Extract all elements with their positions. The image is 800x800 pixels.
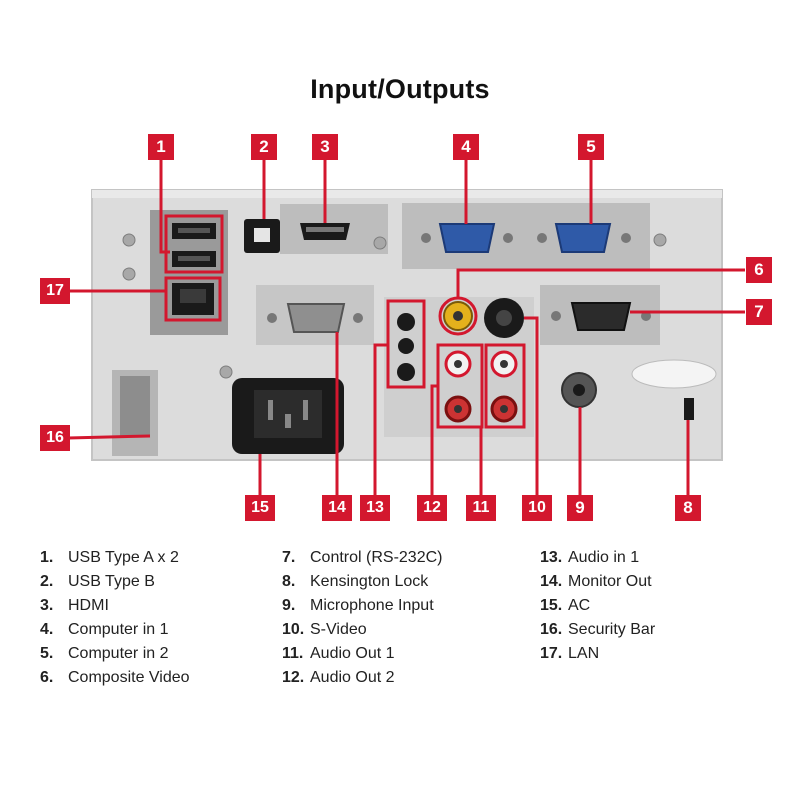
- legend-column-1: 1. USB Type A x 2 2. USB Type B 3. HDMI 4. C…: [40, 546, 190, 690]
- callout-1: 1: [148, 134, 174, 160]
- legend-item: 17. LAN: [540, 642, 655, 666]
- security-bar: [120, 376, 150, 436]
- legend-number: 5.: [40, 645, 54, 662]
- callout-12: 12: [417, 495, 447, 521]
- audio-in-jack: [397, 313, 415, 331]
- callout-17: 17: [40, 278, 70, 304]
- legend-item: 15. AC: [540, 594, 655, 618]
- legend-label: S-Video: [310, 621, 367, 638]
- callout-2: 2: [251, 134, 277, 160]
- legend-item: 8. Kensington Lock: [282, 570, 442, 594]
- legend-number: 10.: [282, 621, 305, 638]
- legend-item: 13. Audio in 1: [540, 546, 655, 570]
- legend-number: 3.: [40, 597, 54, 614]
- legend-number: 7.: [282, 549, 296, 566]
- legend-number: 4.: [40, 621, 54, 638]
- legend-number: 9.: [282, 597, 296, 614]
- legend-label: Control (RS-232C): [310, 549, 443, 566]
- legend-column-2: 7. Control (RS-232C) 8. Kensington Lock 9.…: [282, 546, 442, 690]
- callout-16: 16: [40, 425, 70, 451]
- callout-10: 10: [522, 495, 552, 521]
- callout-3: 3: [312, 134, 338, 160]
- legend-number: 1.: [40, 549, 54, 566]
- legend-item: 4. Computer in 1: [40, 618, 190, 642]
- legend-number: 6.: [40, 669, 54, 686]
- legend-label: Microphone Input: [310, 597, 434, 614]
- legend-number: 17.: [540, 645, 563, 662]
- legend-item: 5. Computer in 2: [40, 642, 190, 666]
- legend-number: 13.: [540, 549, 563, 566]
- legend-number: 8.: [282, 573, 296, 590]
- callout-4: 4: [453, 134, 479, 160]
- legend-number: 14.: [540, 573, 563, 590]
- legend-label: Monitor Out: [568, 573, 652, 590]
- legend-item: 11. Audio Out 1: [282, 642, 442, 666]
- legend-item: 12. Audio Out 2: [282, 666, 442, 690]
- legend-item: 14. Monitor Out: [540, 570, 655, 594]
- computer-in-1-port: [421, 223, 513, 253]
- legend-item: 10. S-Video: [282, 618, 442, 642]
- legend-label: LAN: [568, 645, 600, 662]
- brand-label: [631, 359, 717, 389]
- callout-11: 11: [466, 495, 496, 521]
- legend-label: AC: [568, 597, 591, 614]
- legend-number: 15.: [540, 597, 563, 614]
- diagram-title: Input/Outputs: [310, 74, 490, 104]
- legend-item: 9. Microphone Input: [282, 594, 442, 618]
- legend-label: Security Bar: [568, 621, 656, 638]
- legend-number: 2.: [40, 573, 54, 590]
- callout-8: 8: [675, 495, 701, 521]
- legend-column-3: 13. Audio in 1 14. Monitor Out 15. AC 16. Se…: [540, 546, 655, 666]
- legend-label: Audio Out 1: [310, 645, 395, 662]
- legend-number: 11.: [282, 645, 304, 662]
- callout-9: 9: [567, 495, 593, 521]
- callout-15: 15: [245, 495, 275, 521]
- audio-in-jack: [398, 338, 414, 354]
- legend-label: Computer in 1: [68, 621, 169, 638]
- audio-in-jack: [397, 363, 415, 381]
- legend-item: 3. HDMI: [40, 594, 190, 618]
- legend-label: Audio Out 2: [310, 669, 395, 686]
- legend-number: 16.: [540, 621, 563, 638]
- legend-label: Kensington Lock: [310, 573, 429, 590]
- legend-label: USB Type A x 2: [68, 549, 179, 566]
- legend-label: USB Type B: [68, 573, 155, 590]
- legend-item: 6. Composite Video: [40, 666, 190, 690]
- callout-13: 13: [360, 495, 390, 521]
- legend-item: 2. USB Type B: [40, 570, 190, 594]
- legend-item: 16. Security Bar: [540, 618, 655, 642]
- callout-5: 5: [578, 134, 604, 160]
- callout-7: 7: [746, 299, 772, 325]
- callout-14: 14: [322, 495, 352, 521]
- legend-label: Computer in 2: [68, 645, 169, 662]
- computer-in-recess: [402, 203, 650, 269]
- monitor-out-port: [267, 303, 363, 333]
- callout-6: 6: [746, 257, 772, 283]
- legend-label: Audio in 1: [568, 549, 640, 566]
- kensington-lock-slot: [684, 398, 694, 420]
- legend-label: HDMI: [68, 597, 109, 614]
- legend-item: 7. Control (RS-232C): [282, 546, 442, 570]
- legend-label: Composite Video: [68, 669, 190, 686]
- legend-number: 12.: [282, 669, 305, 686]
- legend-item: 1. USB Type A x 2: [40, 546, 190, 570]
